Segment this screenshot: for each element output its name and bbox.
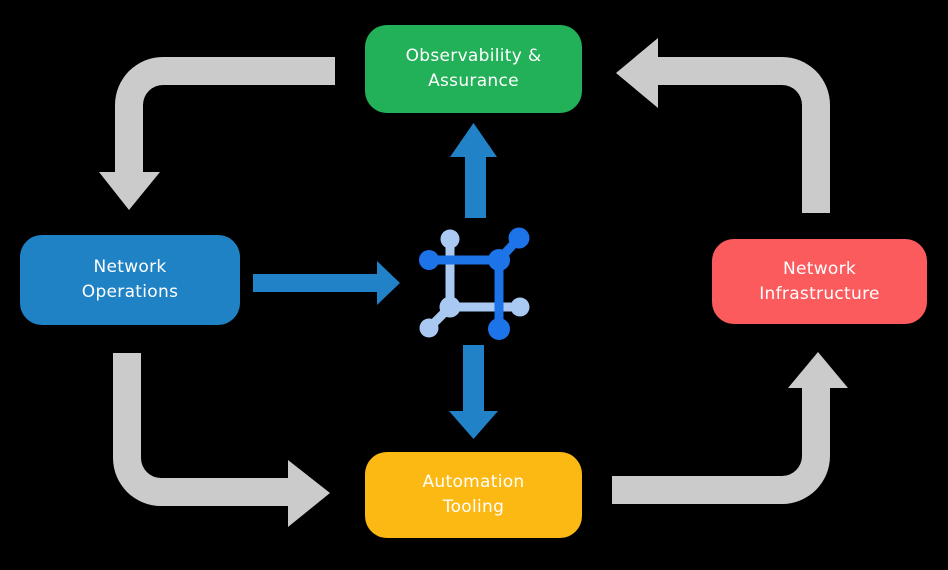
icon-light-node-right: [510, 297, 530, 317]
node-network-infrastructure: Network Infrastructure: [712, 239, 927, 324]
icon-dark-node-top-right: [508, 227, 530, 249]
node-automation-tooling: Automation Tooling: [365, 452, 582, 538]
icon-dark-branch: [419, 227, 530, 340]
node-label-line: Network: [782, 258, 857, 279]
icon-dark-node-left: [419, 250, 439, 270]
icon-light-branch: [419, 229, 530, 338]
network-automation-icon: [419, 227, 530, 340]
node-label-line: Automation: [422, 472, 525, 493]
icon-light-node-top: [440, 229, 460, 249]
arrow-operations-to-center: [253, 261, 400, 305]
icon-light-node-joint: [439, 296, 461, 318]
arrow-automation-to-infrastructure: [612, 352, 848, 504]
arrow-infrastructure-to-observability: [616, 38, 830, 213]
icon-dark-node-bottom: [488, 318, 510, 340]
icon-dark-node-joint: [488, 249, 510, 271]
arrow-observability-to-operations: [99, 57, 335, 210]
node-label-line: Infrastructure: [759, 283, 880, 304]
node-label-line: Operations: [81, 282, 179, 302]
node-label-line: Observability &: [405, 46, 542, 67]
node-label-line: Network: [93, 257, 167, 278]
node-observability-assurance: Observability & Assurance: [365, 25, 582, 113]
node-label-line: Assurance: [428, 71, 519, 91]
arrow-center-to-observability: [450, 123, 497, 218]
node-network-operations: Network Operations: [20, 235, 240, 325]
icon-light-node-bottom-left: [419, 318, 439, 338]
node-label-line: Tooling: [442, 497, 505, 517]
arrow-center-to-automation: [449, 345, 498, 439]
arrow-operations-to-automation: [113, 353, 330, 527]
